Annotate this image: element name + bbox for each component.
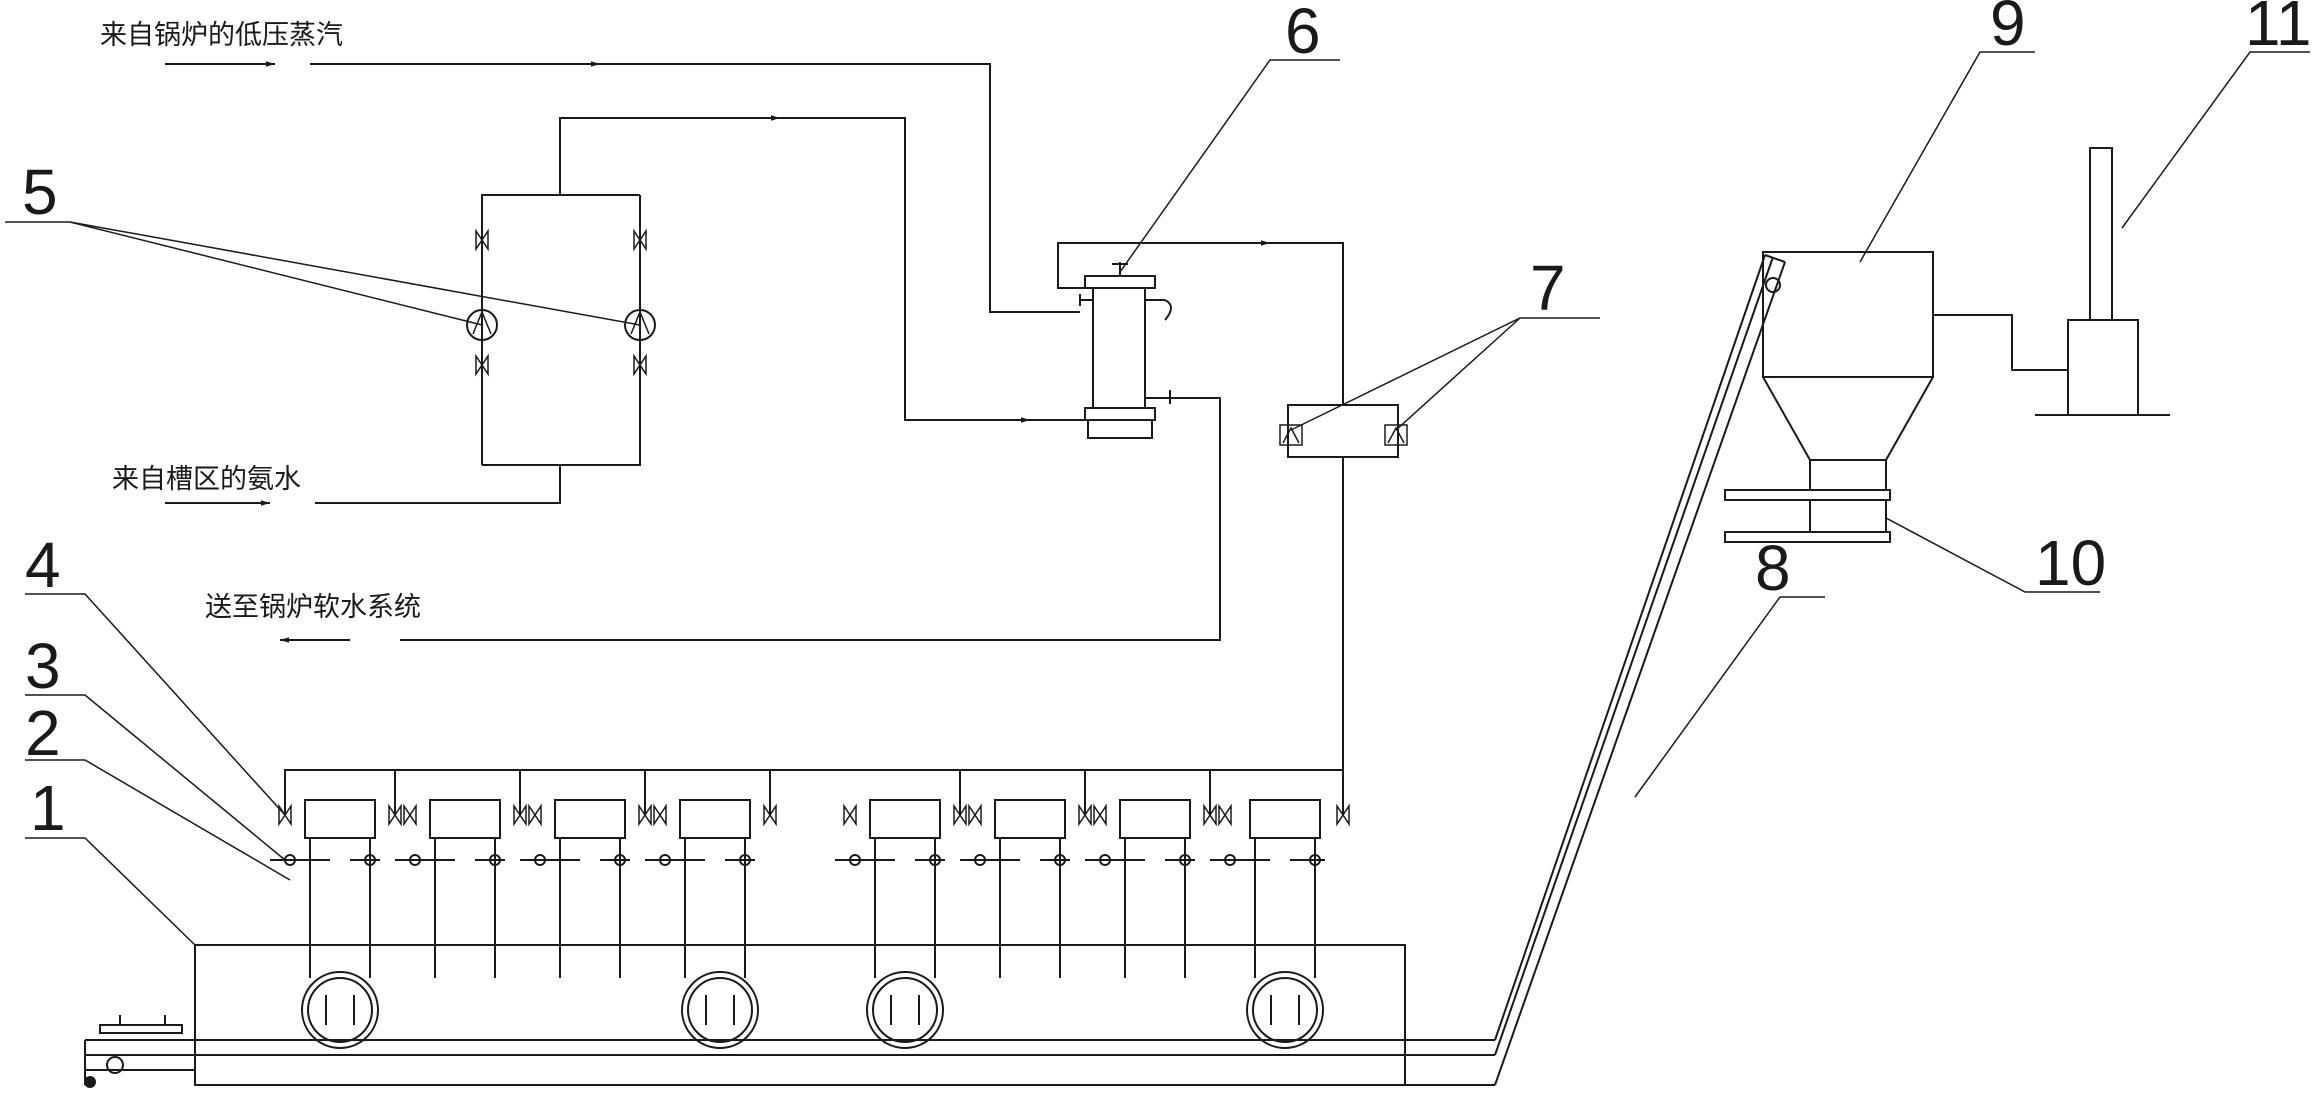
separator-7	[1279, 404, 1408, 770]
softwater-outlet-label: 送至锅炉软水系统	[205, 592, 421, 623]
pump-a-icon	[466, 309, 498, 341]
unit-8	[1210, 770, 1350, 978]
heat-exchanger	[400, 240, 1344, 641]
ammonia-pump-loop	[315, 115, 1080, 504]
steam-line	[310, 61, 1080, 313]
trough	[84, 944, 1495, 1088]
number-8: 8	[1755, 532, 1791, 604]
unit-row	[270, 770, 1350, 978]
stack	[1933, 147, 2170, 416]
number-3: 3	[25, 630, 61, 702]
inclined-conveyor	[1494, 254, 1786, 1086]
number-6: 6	[1285, 0, 1321, 67]
number-7: 7	[1530, 252, 1566, 324]
leader-lines	[5, 51, 2310, 946]
number-1: 1	[30, 772, 66, 844]
roller-4	[1246, 971, 1324, 1049]
number-9: 9	[1990, 0, 2026, 59]
number-5: 5	[22, 156, 58, 228]
header-pipe	[284, 769, 1343, 815]
pump-b-icon	[624, 309, 656, 341]
unit-6	[960, 770, 1092, 978]
ammonia-inlet-label: 来自槽区的氨水	[112, 464, 301, 495]
unit-2	[395, 770, 527, 978]
hopper	[1724, 251, 1934, 543]
unit-7	[1085, 770, 1217, 978]
number-4: 4	[25, 529, 61, 601]
roller-3	[866, 971, 944, 1049]
unit-5	[835, 770, 967, 978]
unit-1	[270, 770, 402, 978]
roller-2	[681, 971, 759, 1049]
unit-4	[645, 770, 777, 978]
number-11: 11	[2245, 0, 2311, 59]
number-10: 10	[2035, 527, 2106, 599]
roller-1	[301, 971, 379, 1049]
part-numbers: 1 2 3 4 5 6 7 8 9 10 11	[22, 0, 2311, 844]
rollers	[301, 971, 1324, 1049]
number-2: 2	[25, 697, 61, 769]
steam-inlet-label: 来自锅炉的低压蒸汽	[100, 20, 343, 51]
unit-3	[520, 770, 652, 978]
